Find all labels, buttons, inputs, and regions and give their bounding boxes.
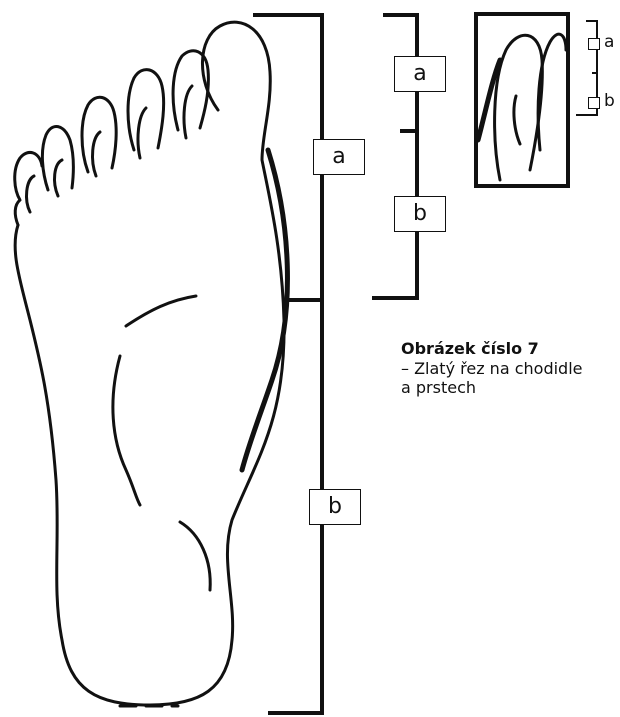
inset-scale-marker-a [588,38,600,50]
inset-scale-label-a: a [604,34,614,51]
inset-box [476,14,568,186]
inset-scale-marker-b [588,97,600,109]
main-scale [253,13,324,715]
caption-line-1: – Zlatý řez na chodidle [401,359,620,378]
toe-scale-label-b: b [394,196,446,232]
foot-outline [15,22,288,706]
main-scale-label-b: b [309,489,361,525]
figure-caption: Obrázek číslo 7 – Zlatý řez na chodidle … [401,339,620,397]
inset-scale-label-b: b [604,93,615,110]
main-scale-label-a: a [313,139,365,175]
caption-line-2: a prstech [401,378,620,397]
caption-title: Obrázek číslo 7 [401,339,620,359]
toe-scale-label-a: a [394,56,446,92]
